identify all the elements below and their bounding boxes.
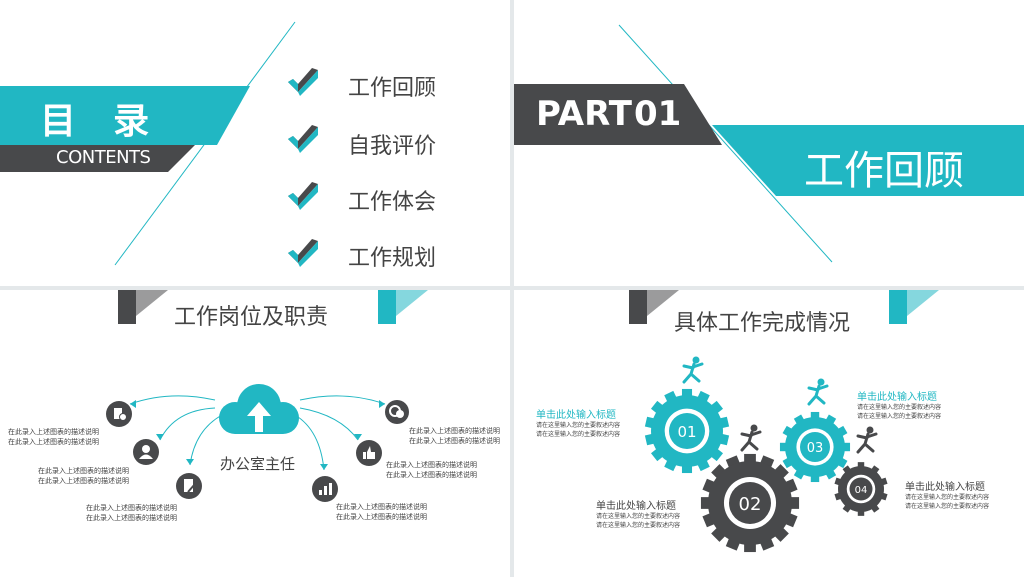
runner-icon [856, 426, 878, 454]
slide-contents[interactable]: 目 录 CONTENTS 工作回顾 自我评价 工作体会 工作规划 [0, 0, 510, 286]
gear-number: 02 [739, 494, 762, 515]
block-title[interactable]: 单击此处输入标题 [857, 392, 937, 403]
desc-line: 在此录入上述图表的描述说明 [8, 438, 99, 446]
gear-number: 01 [677, 423, 696, 441]
gear-tooth [857, 509, 865, 516]
block-line: 请在这里输入您的主要叙述内容 [536, 422, 621, 429]
block-line: 请在这里输入您的主要叙述内容 [536, 431, 621, 438]
gear-04: 04 [834, 462, 888, 516]
gear-core [849, 477, 873, 501]
text-block-4: 单击此处输入标题 请在这里输入您的主要叙述内容 请在这里输入您的主要叙述内容 [905, 478, 989, 511]
gear-tooth [681, 462, 693, 474]
gear-tooth [744, 453, 756, 466]
gear-core [729, 482, 771, 524]
node-desc-1: 在此录入上述图表的描述说明 在此录入上述图表的描述说明 [8, 427, 99, 447]
block-line: 请在这里输入您的主要叙述内容 [596, 513, 681, 520]
text-block-1: 单击此处输入标题 请在这里输入您的主要叙述内容 请在这里输入您的主要叙述内容 [536, 406, 620, 439]
gear-number: 03 [807, 441, 824, 456]
desc-line: 在此录入上述图表的描述说明 [386, 471, 477, 479]
gears-graphic: 01 02 03 04 [644, 356, 888, 553]
chevron-check-icon [288, 239, 320, 271]
desc-line: 在此录入上述图表的描述说明 [86, 504, 177, 512]
block-title[interactable]: 单击此处输入标题 [905, 482, 985, 493]
money-icon [385, 400, 409, 424]
node-desc-6: 在此录入上述图表的描述说明 在此录入上述图表的描述说明 [336, 502, 427, 522]
block-line: 请在这里输入您的主要叙述内容 [596, 522, 681, 529]
slide1-decoration [0, 21, 296, 266]
node-desc-5: 在此录入上述图表的描述说明 在此录入上述图表的描述说明 [386, 460, 477, 480]
runner-icon [682, 356, 704, 384]
block-line: 请在这里输入您的主要叙述内容 [905, 503, 990, 510]
desc-line: 在此录入上述图表的描述说明 [38, 477, 129, 485]
gear-core [800, 432, 830, 462]
gear-tooth [810, 473, 820, 483]
gear-tooth [744, 540, 756, 553]
job-duties-title: 工作岗位及职责 [174, 305, 329, 330]
work-completion-title: 具体工作完成情况 [674, 311, 851, 336]
block-line: 请在这里输入您的主要叙述内容 [857, 413, 942, 420]
runner-icon [807, 378, 829, 406]
cloud-upload-icon [215, 380, 303, 448]
toc-item-4[interactable]: 工作规划 [348, 246, 437, 271]
toc-item-1[interactable]: 工作回顾 [348, 76, 437, 101]
node-desc-3: 在此录入上述图表的描述说明 在此录入上述图表的描述说明 [86, 503, 177, 523]
contents-title: 目 录 [40, 101, 154, 142]
slide3-decoration [118, 290, 428, 471]
gear-tooth [810, 411, 820, 421]
text-block-3: 单击此处输入标题 请在这里输入您的主要叙述内容 请在这里输入您的主要叙述内容 [596, 497, 680, 530]
part-number: 01 [634, 94, 682, 134]
desc-line: 在此录入上述图表的描述说明 [409, 427, 500, 435]
desc-line: 在此录入上述图表的描述说明 [386, 461, 477, 469]
slide4-decoration [629, 290, 939, 324]
toc-item-2[interactable]: 自我评价 [348, 134, 437, 159]
block-title[interactable]: 单击此处输入标题 [596, 501, 676, 512]
document-edit-icon [176, 473, 202, 499]
gear-02: 02 [700, 453, 800, 553]
thumbs-up-icon [356, 440, 382, 466]
block-title[interactable]: 单击此处输入标题 [536, 410, 616, 421]
desc-line: 在此录入上述图表的描述说明 [336, 513, 427, 521]
gear-number: 04 [855, 485, 868, 496]
desc-line: 在此录入上述图表的描述说明 [8, 428, 99, 436]
gear-01: 01 [644, 388, 730, 474]
text-block-2: 单击此处输入标题 请在这里输入您的主要叙述内容 请在这里输入您的主要叙述内容 [857, 388, 941, 421]
desc-line: 在此录入上述图表的描述说明 [336, 503, 427, 511]
desc-line: 在此录入上述图表的描述说明 [86, 514, 177, 522]
node-desc-2: 在此录入上述图表的描述说明 在此录入上述图表的描述说明 [38, 466, 129, 486]
part-label: PART [536, 94, 632, 134]
node-desc-4: 在此录入上述图表的描述说明 在此录入上述图表的描述说明 [409, 426, 500, 446]
chevron-check-icon [288, 125, 320, 157]
desc-line: 在此录入上述图表的描述说明 [409, 437, 500, 445]
block-line: 请在这里输入您的主要叙述内容 [905, 494, 990, 501]
slide-work-completion[interactable]: 具体工作完成情况 01 02 03 04 单击此处输入标题 请在这里输入您的主要叙述内… [514, 290, 1024, 577]
gear-03: 03 [779, 411, 851, 483]
gear-tooth [681, 388, 693, 400]
center-label: 办公室主任 [220, 455, 296, 473]
gear-tooth [857, 462, 865, 469]
person-icon [133, 439, 159, 465]
document-gear-icon [106, 401, 132, 427]
slide-part-01[interactable]: PART 01 工作回顾 [514, 0, 1024, 286]
bar-chart-icon [312, 476, 338, 502]
toc-item-3[interactable]: 工作体会 [348, 190, 437, 215]
slide-job-duties[interactable]: 工作岗位及职责 办公室主任 在此录入上述图表的描述说明 在此录入上述图表的描述说… [0, 290, 510, 577]
slide2-decoration [514, 24, 1024, 263]
contents-subtitle: CONTENTS [56, 147, 151, 168]
chevron-check-icon [288, 182, 320, 214]
runner-icon [740, 424, 762, 452]
chevron-check-icon [288, 68, 320, 100]
part-title: 工作回顾 [804, 148, 964, 194]
gear-core [669, 413, 705, 449]
block-line: 请在这里输入您的主要叙述内容 [857, 404, 942, 411]
desc-line: 在此录入上述图表的描述说明 [38, 467, 129, 475]
